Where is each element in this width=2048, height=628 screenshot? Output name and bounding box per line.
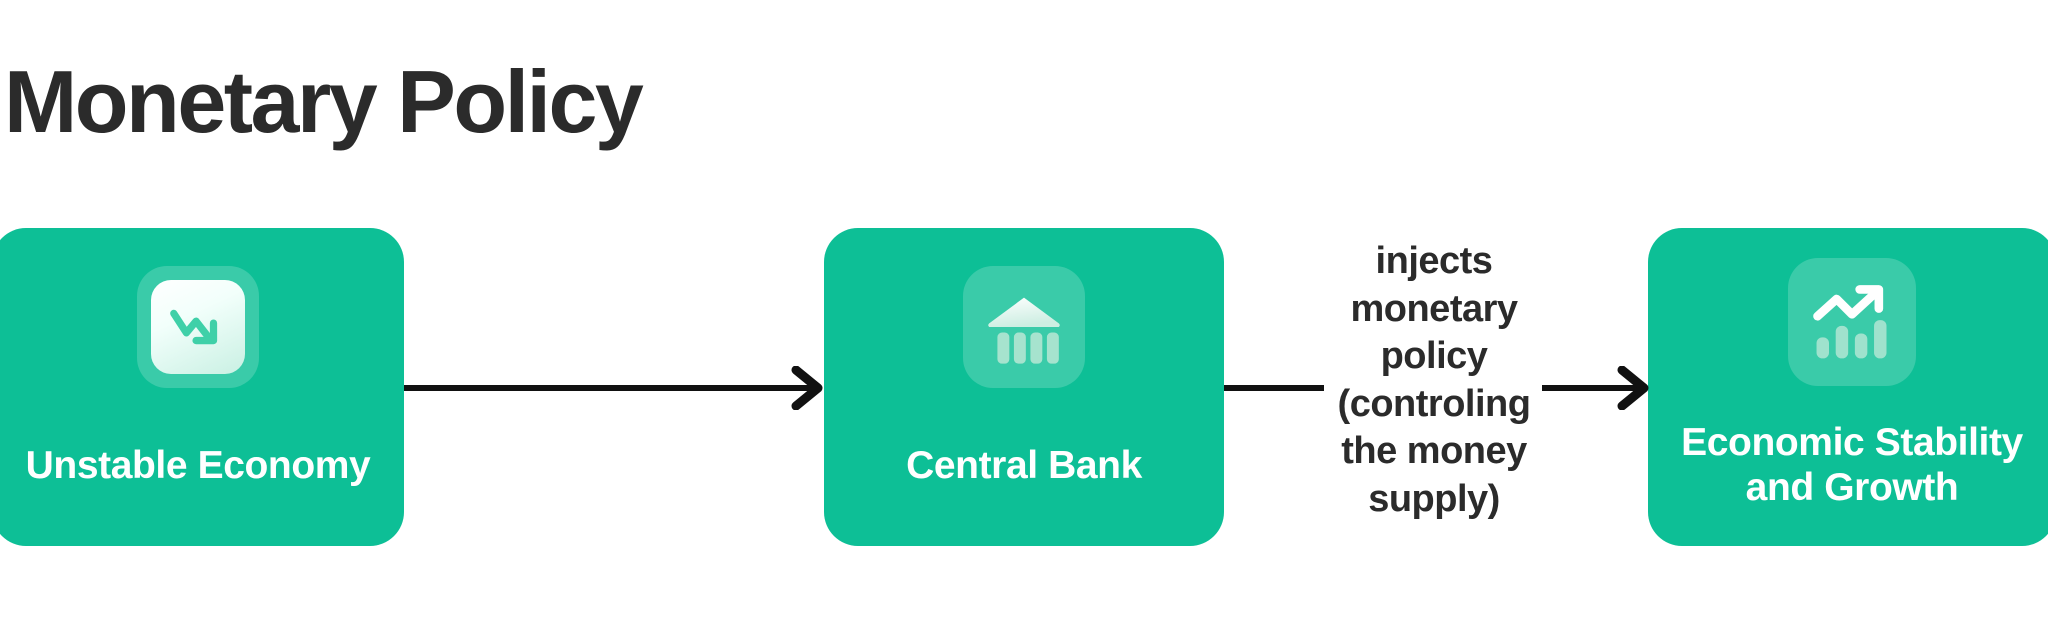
node-label: Central Bank xyxy=(906,443,1142,487)
node-central-bank[interactable]: Central Bank xyxy=(824,228,1224,546)
edge-central-bank-to-caption xyxy=(1224,385,1324,391)
icon-tile xyxy=(137,266,259,388)
node-economic-stability-and-growth[interactable]: Economic Stability and Growth xyxy=(1648,228,2048,546)
node-unstable-economy[interactable]: Unstable Economy xyxy=(0,228,404,546)
icon-inner-frame xyxy=(151,280,245,374)
page-title: Monetary Policy xyxy=(4,52,644,151)
trend-down-icon xyxy=(170,309,218,345)
icon-tile xyxy=(1788,258,1916,386)
icon-inner-frame xyxy=(970,273,1078,381)
node-label: Unstable Economy xyxy=(25,443,371,487)
edge-unstable-economy-to-central-bank xyxy=(404,366,823,410)
growth-chart-icon xyxy=(1813,285,1887,359)
bank-building-icon xyxy=(988,297,1060,364)
icon-tile xyxy=(963,266,1085,388)
edge-caption-to-economic-stability xyxy=(1542,366,1649,410)
node-label: Economic Stability and Growth xyxy=(1681,420,2023,509)
edge-caption: injects monetary policy (controling the … xyxy=(1337,240,1531,520)
